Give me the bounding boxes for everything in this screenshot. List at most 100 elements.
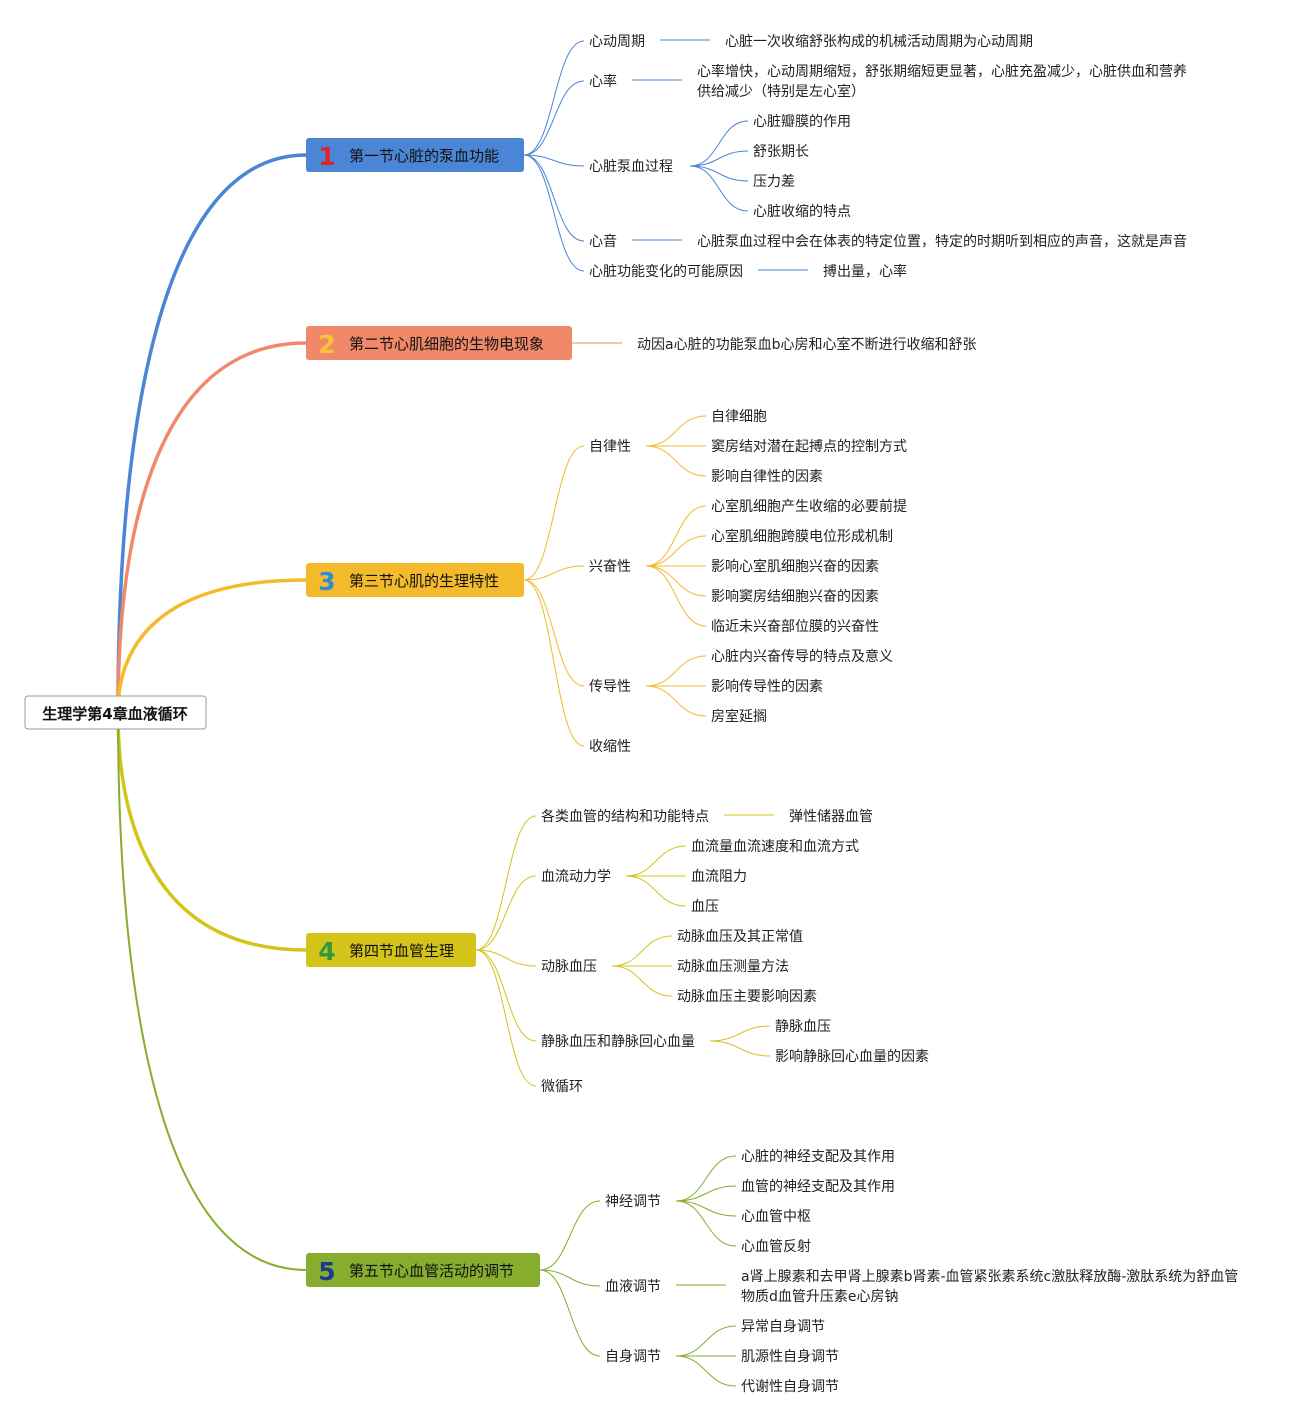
leaf-node[interactable]: 肌源性自身调节 bbox=[741, 1349, 839, 1365]
leaf-node[interactable]: 影响心室肌细胞兴奋的因素 bbox=[711, 558, 879, 575]
section-node-1[interactable]: 1 第一节心脏的泵血功能 bbox=[306, 138, 524, 172]
leaf-line bbox=[709, 1040, 771, 1057]
leaf-node[interactable]: 影响自律性的因素 bbox=[711, 469, 823, 485]
leaf-line bbox=[625, 875, 687, 907]
topic-node[interactable]: 心音 bbox=[589, 233, 617, 250]
leaf-line bbox=[675, 1185, 737, 1202]
leaf-node[interactable]: 血流量血流速度和血流方式 bbox=[691, 839, 859, 855]
root-node[interactable]: 生理学第4章血液循环 bbox=[24, 695, 207, 730]
section-number: 2 bbox=[318, 330, 335, 359]
leaf-node[interactable]: 心室肌细胞跨膜电位形成机制 bbox=[711, 528, 893, 545]
leaf-line bbox=[645, 535, 707, 567]
leaf-node[interactable]: 血流阻力 bbox=[691, 869, 747, 885]
leaf-node[interactable]: 心室肌细胞产生收缩的必要前提 bbox=[711, 498, 907, 515]
leaf-node[interactable]: 弹性储器血管 bbox=[789, 809, 873, 825]
topic-node[interactable]: 静脉血压和静脉回心血量 bbox=[541, 1034, 695, 1050]
branch-line bbox=[523, 445, 585, 581]
branch-line bbox=[539, 1269, 601, 1357]
leaf-node[interactable]: 房室延搁 bbox=[711, 708, 767, 725]
section-node-4[interactable]: 4 第四节血管生理 bbox=[306, 933, 476, 967]
branch-line bbox=[523, 154, 585, 242]
section-number: 5 bbox=[318, 1257, 335, 1286]
leaf-node[interactable]: 动脉血压测量方法 bbox=[677, 959, 789, 975]
topic-node[interactable]: 动脉血压 bbox=[541, 959, 597, 975]
root-branch-line bbox=[117, 711, 307, 1271]
leaf-node-line2: 供给减少（特别是左心室） bbox=[697, 83, 865, 100]
branch-line bbox=[523, 565, 585, 581]
branch-line bbox=[539, 1200, 601, 1271]
leaf-node[interactable]: 血压 bbox=[691, 899, 719, 915]
topic-node[interactable]: 微循环 bbox=[541, 1079, 583, 1095]
leaf-node[interactable]: 动脉血压及其正常值 bbox=[677, 929, 803, 945]
leaf-line bbox=[675, 1155, 737, 1202]
branch-line bbox=[539, 1269, 601, 1287]
leaf-node[interactable]: 心血管反射 bbox=[741, 1239, 811, 1255]
section-label: 第一节心脏的泵血功能 bbox=[349, 147, 499, 165]
topic-node[interactable]: 各类血管的结构和功能特点 bbox=[541, 809, 709, 825]
leaf-line bbox=[675, 1200, 737, 1247]
leaf-line bbox=[689, 120, 749, 167]
root-branch-line bbox=[116, 578, 307, 713]
leaf-node[interactable]: 自律细胞 bbox=[711, 409, 767, 425]
topic-node[interactable]: 神经调节 bbox=[605, 1194, 661, 1210]
leaf-node[interactable]: 心脏泵血过程中会在体表的特定位置，特定的时期听到相应的声音，这就是声音 bbox=[697, 233, 1187, 250]
leaf-line bbox=[611, 935, 673, 967]
section-label: 第四节血管生理 bbox=[349, 942, 454, 960]
root-label: 生理学第4章血液循环 bbox=[42, 705, 187, 723]
leaf-node[interactable]: 异常自身调节 bbox=[741, 1319, 825, 1335]
topic-node[interactable]: 心脏功能变化的可能原因 bbox=[589, 264, 743, 280]
leaf-node[interactable]: 搏出量，心率 bbox=[823, 263, 907, 280]
leaf-line bbox=[709, 1025, 771, 1042]
branch-line bbox=[523, 154, 585, 272]
topic-node[interactable]: 心动周期 bbox=[589, 34, 645, 50]
leaf-node[interactable]: 心率增快，心动周期缩短，舒张期缩短更显著，心脏充盈减少，心脏供血和营养 bbox=[697, 63, 1187, 80]
topic-node[interactable]: 动因a心脏的功能泵血b心房和心室不断进行收缩和舒张 bbox=[637, 336, 976, 353]
leaf-node[interactable]: 血管的神经支配及其作用 bbox=[741, 1179, 895, 1195]
leaf-node-line2: 物质d血管升压素e心房钠 bbox=[741, 1289, 899, 1305]
branch-line bbox=[475, 875, 537, 951]
leaf-line bbox=[611, 965, 673, 997]
topic-node[interactable]: 兴奋性 bbox=[589, 559, 631, 575]
section-node-5[interactable]: 5 第五节心血管活动的调节 bbox=[306, 1253, 540, 1287]
topic-node[interactable]: 血液调节 bbox=[605, 1279, 661, 1295]
leaf-node[interactable]: 动脉血压主要影响因素 bbox=[677, 989, 817, 1005]
topic-node[interactable]: 心脏泵血过程 bbox=[589, 159, 673, 175]
leaf-node[interactable]: 心血管中枢 bbox=[741, 1209, 811, 1225]
leaf-node[interactable]: 临近未兴奋部位膜的兴奋性 bbox=[711, 619, 879, 635]
connector-lines bbox=[116, 39, 808, 1387]
leaf-node[interactable]: 舒张期长 bbox=[753, 144, 809, 160]
leaf-node[interactable]: 心脏内兴奋传导的特点及意义 bbox=[711, 648, 893, 665]
branch-line bbox=[523, 579, 585, 687]
root-branch-line bbox=[116, 711, 307, 952]
leaf-node[interactable]: 静脉血压 bbox=[775, 1019, 831, 1035]
topic-node[interactable]: 收缩性 bbox=[589, 739, 631, 755]
leaf-node[interactable]: 窦房结对潜在起搏点的控制方式 bbox=[711, 438, 907, 455]
branch-line bbox=[523, 80, 585, 156]
topic-node[interactable]: 自律性 bbox=[589, 439, 631, 455]
leaf-node[interactable]: 影响静脉回心血量的因素 bbox=[775, 1049, 929, 1065]
topic-node[interactable]: 自身调节 bbox=[605, 1349, 661, 1365]
leaf-line bbox=[645, 415, 707, 447]
leaf-node[interactable]: 影响传导性的因素 bbox=[711, 679, 823, 695]
section-number: 3 bbox=[318, 567, 335, 596]
topic-node[interactable]: 传导性 bbox=[589, 679, 631, 695]
leaf-node[interactable]: 心脏收缩的特点 bbox=[753, 204, 851, 220]
leaf-node[interactable]: 心脏一次收缩舒张构成的机械活动周期为心动周期 bbox=[725, 34, 1033, 50]
topic-node[interactable]: 血流动力学 bbox=[541, 869, 611, 885]
leaf-line bbox=[645, 565, 707, 627]
leaf-node[interactable]: 心脏瓣膜的作用 bbox=[753, 114, 851, 130]
section-node-2[interactable]: 2 第二节心肌细胞的生物电现象 bbox=[306, 326, 572, 360]
leaf-line bbox=[645, 505, 707, 567]
leaf-node[interactable]: 影响窦房结细胞兴奋的因素 bbox=[711, 589, 879, 605]
leaf-node[interactable]: 代谢性自身调节 bbox=[741, 1379, 839, 1395]
section-node-3[interactable]: 3 第三节心肌的生理特性 bbox=[306, 563, 524, 597]
branch-line bbox=[523, 40, 585, 156]
leaf-line bbox=[645, 445, 707, 477]
leaf-node[interactable]: 压力差 bbox=[753, 174, 795, 190]
branch-line bbox=[475, 815, 537, 951]
leaf-line bbox=[689, 165, 749, 212]
leaf-node[interactable]: a肾上腺素和去甲肾上腺素b肾素-血管紧张素系统c激肽释放酶-激肽系统为舒血管 bbox=[741, 1268, 1238, 1285]
leaf-node[interactable]: 心脏的神经支配及其作用 bbox=[741, 1149, 895, 1165]
topic-node[interactable]: 心率 bbox=[589, 73, 617, 90]
